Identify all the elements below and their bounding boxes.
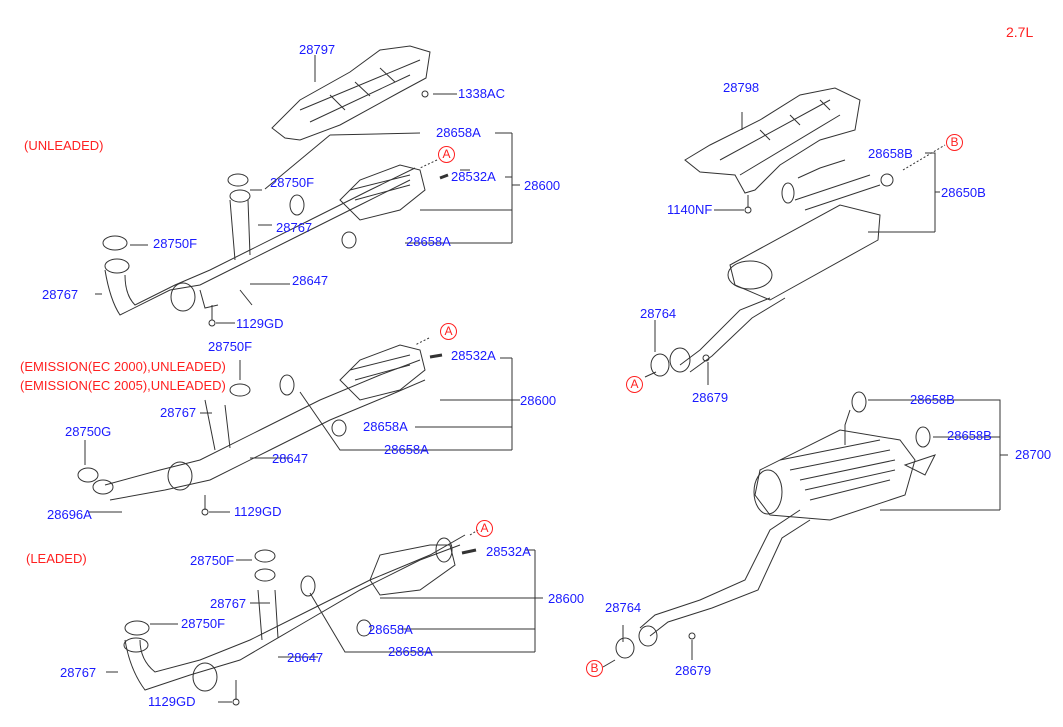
part-label-28532A[interactable]: 28532A bbox=[486, 544, 531, 559]
part-label-28797[interactable]: 28797 bbox=[299, 42, 336, 57]
reference-marker-a[interactable]: A bbox=[438, 146, 455, 163]
rear-muffler-drawing bbox=[602, 391, 1008, 668]
reference-marker-b[interactable]: B bbox=[586, 660, 603, 677]
center-muffler-drawing bbox=[644, 144, 946, 385]
part-label-28647[interactable]: 28647 bbox=[292, 273, 329, 288]
reference-marker-a[interactable]: A bbox=[626, 376, 643, 393]
part-label-28658A[interactable]: 28658A bbox=[384, 442, 429, 457]
part-label-28647[interactable]: 28647 bbox=[272, 451, 309, 466]
part-label-28700[interactable]: 28700 bbox=[1015, 447, 1052, 462]
reference-marker-a[interactable]: A bbox=[476, 520, 493, 537]
part-label-28658A[interactable]: 28658A bbox=[436, 125, 481, 140]
part-label-28658B[interactable]: 28658B bbox=[947, 428, 992, 443]
part-label-28600[interactable]: 28600 bbox=[524, 178, 561, 193]
note-emission-ec2000: (EMISSION(EC 2000),UNLEADED) bbox=[20, 359, 226, 374]
part-label-28532A[interactable]: 28532A bbox=[451, 348, 496, 363]
part-label-28764[interactable]: 28764 bbox=[605, 600, 642, 615]
part-label-28658B[interactable]: 28658B bbox=[910, 392, 955, 407]
part-label-28798[interactable]: 28798 bbox=[723, 80, 760, 95]
part-label-28750F[interactable]: 28750F bbox=[190, 553, 235, 568]
part-label-28750F[interactable]: 28750F bbox=[181, 616, 226, 631]
part-label-28767[interactable]: 28767 bbox=[210, 596, 247, 611]
part-label-28658A[interactable]: 28658A bbox=[388, 644, 433, 659]
note-unleaded: (UNLEADED) bbox=[24, 138, 104, 153]
part-label-28767[interactable]: 28767 bbox=[42, 287, 79, 302]
part-label-1129GD[interactable]: 1129GD bbox=[148, 694, 196, 709]
part-label-28600[interactable]: 28600 bbox=[520, 393, 557, 408]
part-label-28750G[interactable]: 28750G bbox=[65, 424, 112, 439]
part-label-1140NF[interactable]: 1140NF bbox=[667, 202, 713, 217]
heat-shield-front-drawing bbox=[271, 45, 457, 141]
note-emission-ec2005: (EMISSION(EC 2005),UNLEADED) bbox=[20, 378, 226, 393]
front-pipe-emission-drawing bbox=[77, 337, 520, 516]
part-label-28767[interactable]: 28767 bbox=[160, 405, 197, 420]
part-label-28750F[interactable]: 28750F bbox=[270, 175, 315, 190]
part-label-28750F[interactable]: 28750F bbox=[153, 236, 198, 251]
part-label-28647[interactable]: 28647 bbox=[287, 650, 324, 665]
part-label-28650B[interactable]: 28650B bbox=[941, 185, 986, 200]
part-label-1129GD[interactable]: 1129GD bbox=[236, 316, 284, 331]
front-pipe-unleaded-drawing bbox=[95, 132, 520, 327]
part-label-28696A[interactable]: 28696A bbox=[47, 507, 92, 522]
part-label-28532A[interactable]: 28532A bbox=[451, 169, 496, 184]
part-label-28750F[interactable]: 28750F bbox=[208, 339, 253, 354]
part-label-28767[interactable]: 28767 bbox=[276, 220, 313, 235]
reference-marker-a[interactable]: A bbox=[440, 323, 457, 340]
part-label-28658A[interactable]: 28658A bbox=[363, 419, 408, 434]
part-label-1129GD[interactable]: 1129GD bbox=[234, 504, 282, 519]
part-label-28679[interactable]: 28679 bbox=[692, 390, 729, 405]
part-label-28658A[interactable]: 28658A bbox=[406, 234, 451, 249]
part-label-28600[interactable]: 28600 bbox=[548, 591, 585, 606]
part-label-28767[interactable]: 28767 bbox=[60, 665, 97, 680]
heat-shield-center-drawing bbox=[684, 87, 861, 214]
part-label-28658A[interactable]: 28658A bbox=[368, 622, 413, 637]
part-label-1338AC[interactable]: 1338AC bbox=[458, 86, 505, 101]
part-label-28764[interactable]: 28764 bbox=[640, 306, 677, 321]
engine-displacement-title: 2.7L bbox=[1006, 24, 1034, 40]
note-leaded: (LEADED) bbox=[26, 551, 87, 566]
part-label-28679[interactable]: 28679 bbox=[675, 663, 712, 678]
front-pipe-leaded-drawing bbox=[106, 529, 543, 706]
part-label-28658B[interactable]: 28658B bbox=[868, 146, 913, 161]
reference-marker-b[interactable]: B bbox=[946, 134, 963, 151]
